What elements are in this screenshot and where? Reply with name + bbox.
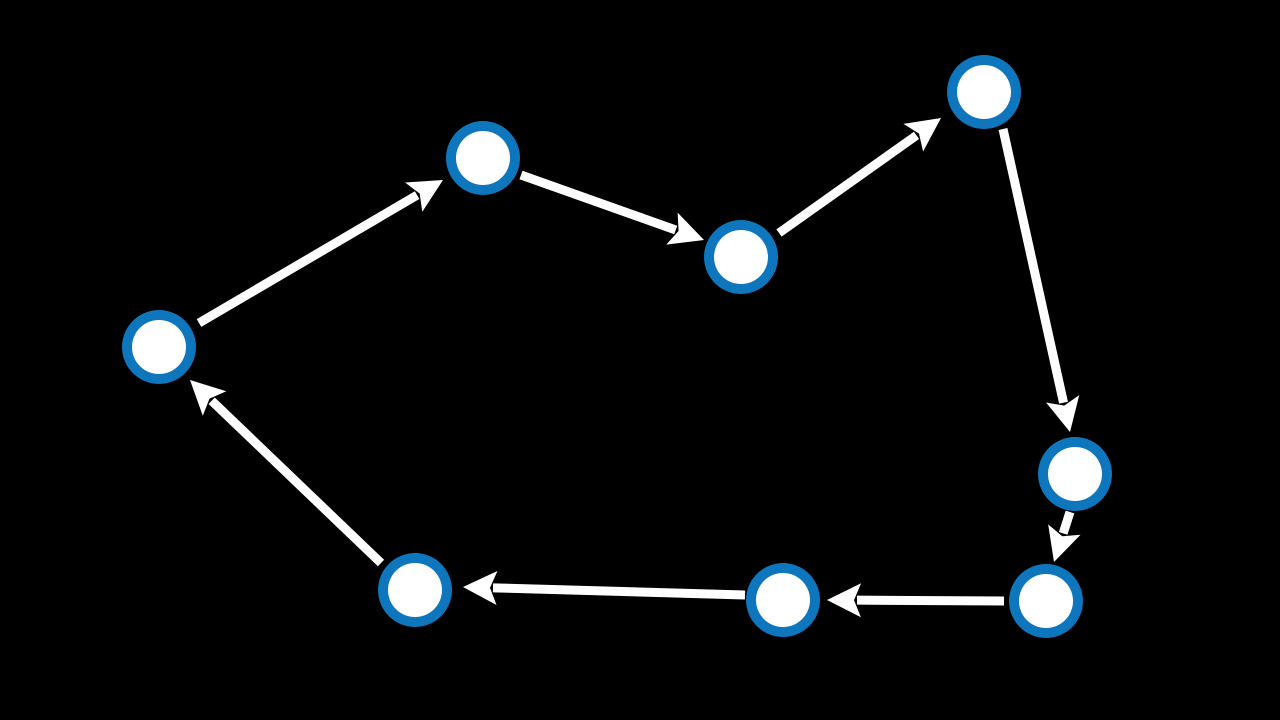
edge-arrowhead-icon	[405, 180, 443, 212]
edge-line	[196, 191, 420, 327]
graph-node-n8[interactable]	[378, 553, 452, 627]
node-core	[132, 320, 186, 374]
node-core	[714, 230, 768, 284]
graph-edge-n1-to-n2[interactable]	[196, 180, 443, 327]
edge-line	[856, 595, 1005, 606]
graph-node-n7[interactable]	[746, 563, 820, 637]
graph-node-n3[interactable]	[704, 220, 778, 294]
edge-arrowhead-icon	[463, 570, 498, 605]
node-core	[1048, 447, 1102, 501]
graph-edge-n5-to-n6[interactable]	[1048, 510, 1081, 562]
node-core	[388, 563, 442, 617]
edge-line	[998, 128, 1068, 404]
graph-edge-n6-to-n7[interactable]	[827, 583, 1005, 618]
edge-line	[1058, 510, 1075, 535]
graph-node-n5[interactable]	[1038, 437, 1112, 511]
graph-node-n6[interactable]	[1009, 564, 1083, 638]
edge-arrowhead-icon	[190, 380, 227, 416]
edges-layer	[190, 118, 1081, 618]
graph-edge-n8-to-n1[interactable]	[190, 380, 385, 567]
edge-line	[776, 131, 920, 237]
edge-line	[208, 397, 385, 567]
graph-node-n2[interactable]	[446, 121, 520, 195]
edge-arrowhead-icon	[666, 212, 704, 245]
edge-arrowhead-icon	[1048, 524, 1081, 562]
node-core	[756, 573, 810, 627]
graph-edge-n2-to-n3[interactable]	[519, 170, 704, 245]
edge-line	[519, 170, 678, 235]
nodes-layer	[122, 55, 1112, 638]
edge-arrowhead-icon	[903, 118, 941, 152]
edge-line	[492, 583, 746, 600]
graph-edge-n7-to-n8[interactable]	[463, 570, 746, 605]
node-core	[456, 131, 510, 185]
graph-edge-n4-to-n5[interactable]	[998, 128, 1080, 432]
node-core	[1019, 574, 1073, 628]
edge-arrowhead-icon	[1046, 395, 1080, 432]
graph-node-n4[interactable]	[947, 55, 1021, 129]
graph-node-n1[interactable]	[122, 310, 196, 384]
node-core	[957, 65, 1011, 119]
graph-edge-n3-to-n4[interactable]	[776, 118, 941, 237]
edge-arrowhead-icon	[827, 583, 862, 618]
